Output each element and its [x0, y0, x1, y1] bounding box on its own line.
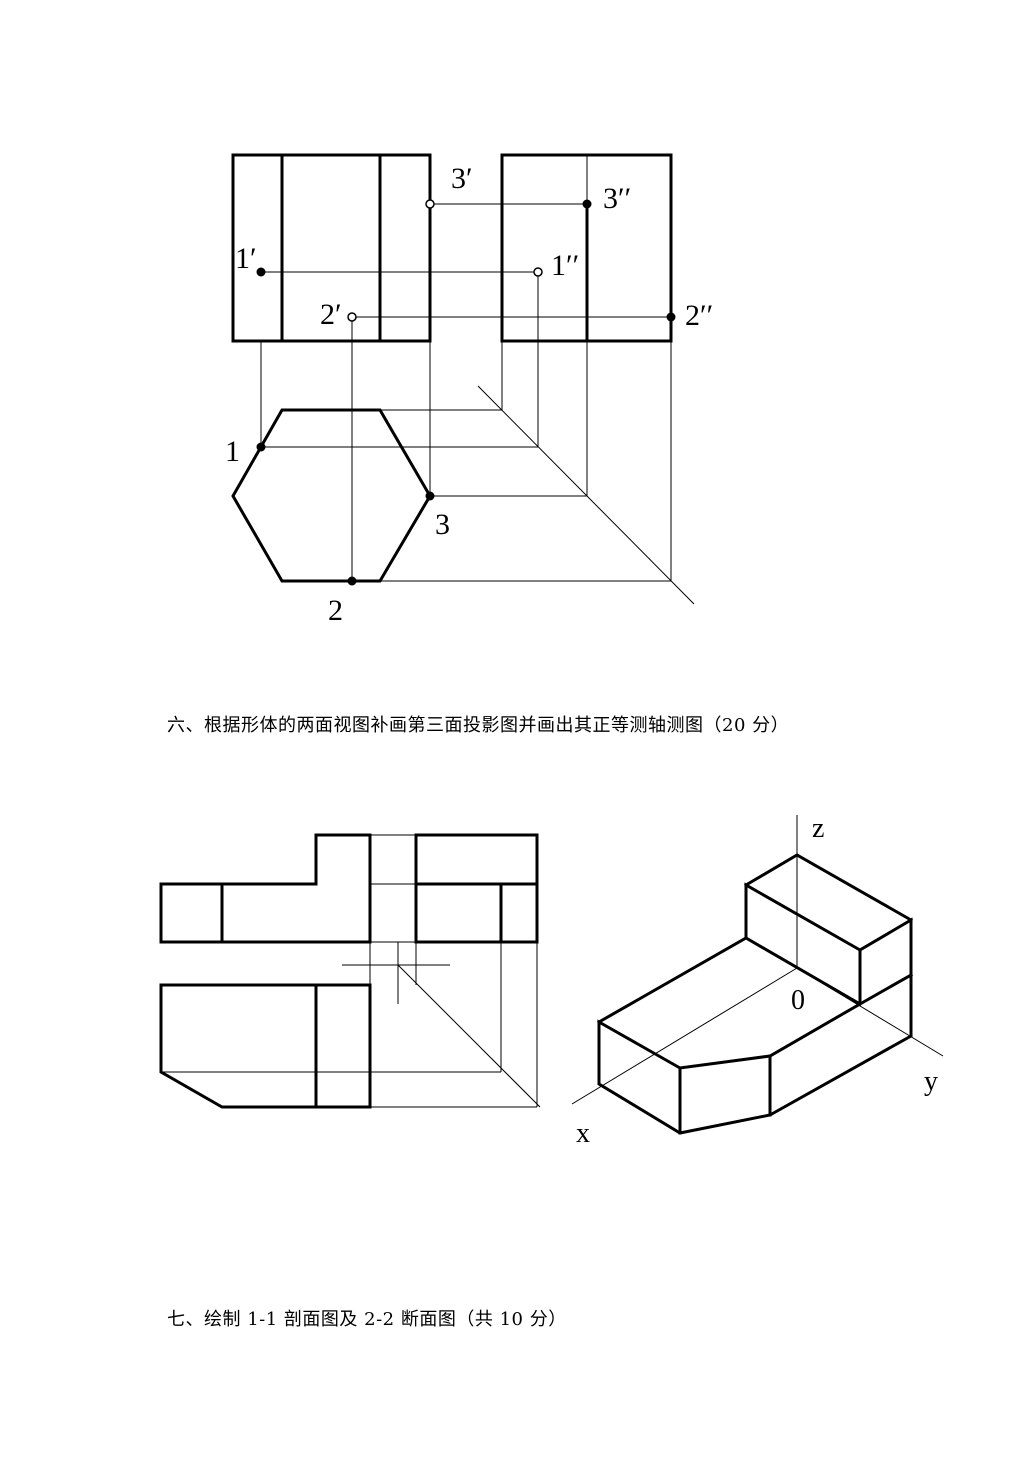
point-1-side	[533, 267, 543, 277]
point-3-front	[425, 199, 435, 209]
point-1-top	[256, 442, 266, 452]
label-1-front: 1′	[235, 242, 257, 275]
point-3-top	[425, 491, 435, 501]
isometric-solid	[596, 853, 914, 1135]
point-2-top	[347, 576, 357, 586]
top-view-hexagon	[231, 408, 432, 583]
point-2-side	[666, 312, 676, 322]
construction-lines	[161, 834, 541, 1108]
axis-label-x: x	[576, 1118, 590, 1149]
front-view	[231, 153, 432, 343]
label-2-front: 2′	[320, 298, 342, 331]
label-3-front: 3′	[451, 162, 473, 195]
label-2-top: 2	[328, 594, 343, 627]
side-view	[500, 153, 673, 343]
axis-label-z: z	[812, 813, 824, 844]
top-view-2	[159, 983, 372, 1109]
point-3-side	[582, 199, 592, 209]
isometric-axes	[571, 815, 944, 1105]
point-1-front	[256, 267, 266, 277]
question-6-heading: 六、根据形体的两面视图补画第三面投影图并画出其正等测轴测图（20 分）	[167, 715, 790, 736]
side-view-2	[414, 833, 539, 944]
point-2-front	[347, 312, 357, 322]
label-1-top: 1	[225, 435, 240, 468]
label-1-side: 1′′	[551, 249, 579, 282]
axis-label-y: y	[924, 1066, 938, 1097]
label-2-side: 2′′	[685, 299, 713, 332]
label-3-top: 3	[435, 508, 450, 541]
question-7-heading: 七、绘制 1-1 剖面图及 2-2 断面图（共 10 分）	[167, 1309, 567, 1330]
front-view-2	[159, 833, 372, 944]
45-degree-miter-line	[477, 385, 695, 605]
axis-label-origin: 0	[791, 985, 805, 1016]
projection-lines	[260, 203, 695, 605]
hexagonal-prism-projection-figure: 1′ 2′ 3′ 1′′ 2′′ 3′′ 1 2 3	[225, 153, 713, 627]
label-3-side: 3′′	[603, 182, 631, 215]
x-axis	[571, 967, 798, 1105]
